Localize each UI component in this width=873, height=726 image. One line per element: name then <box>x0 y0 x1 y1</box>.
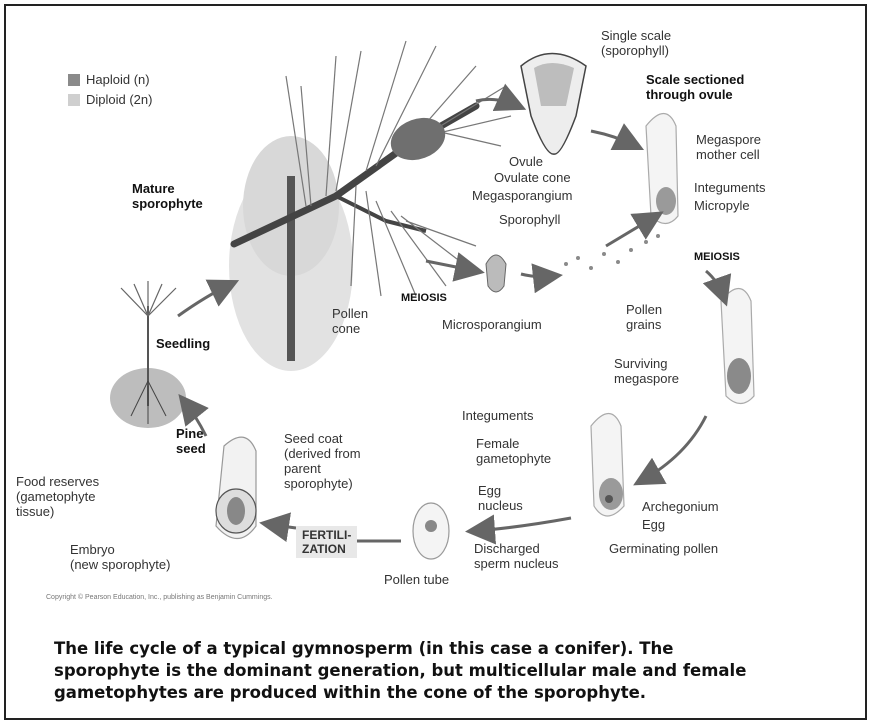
surviving-megaspore-shape <box>721 289 754 404</box>
figure-caption: The life cycle of a typical gymnosperm (… <box>54 638 854 704</box>
archegonium-ovule-shape <box>591 414 624 517</box>
label-fertilization: FERTILI-ZATION <box>296 526 357 558</box>
label-seed-coat: Seed coat(derived fromparentsporophyte) <box>284 431 361 491</box>
label-pollen-cone: Pollencone <box>332 306 368 336</box>
legend-haploid: Haploid (n) <box>86 72 150 87</box>
seedling-shape <box>110 281 186 428</box>
label-mature-sporophyte: Maturesporophyte <box>132 181 203 211</box>
label-scale-sectioned: Scale sectionedthrough ovule <box>646 72 744 102</box>
scale-sectioned <box>646 114 678 224</box>
diploid-swatch <box>68 94 80 106</box>
label-archegonium: Archegonium <box>642 499 719 514</box>
copyright-note: Copyright © Pearson Education, Inc., pub… <box>46 594 273 601</box>
legend-diploid: Diploid (2n) <box>86 92 152 107</box>
label-egg: Egg <box>642 517 665 532</box>
caption-line: sporophyte is the dominant generation, b… <box>54 660 854 682</box>
label-micropyle: Micropyle <box>694 198 750 213</box>
label-female-gametophyte: Femalegametophyte <box>476 436 551 466</box>
label-sporophyll: Sporophyll <box>499 212 560 227</box>
label-pollen-tube: Pollen tube <box>384 572 449 587</box>
caption-line: gametophytes are produced within the con… <box>54 682 854 704</box>
label-microsporangium: Microsporangium <box>442 317 542 332</box>
label-egg-nucleus: Eggnucleus <box>478 483 523 513</box>
haploid-swatch <box>68 74 80 86</box>
label-ovulate-cone: Ovulate cone <box>494 170 571 185</box>
label-food-reserves: Food reserves(gametophytetissue) <box>16 474 99 519</box>
pollen-tube-shape <box>413 503 449 559</box>
label-embryo: Embryo(new sporophyte) <box>70 542 170 572</box>
caption-line: The life cycle of a typical gymnosperm (… <box>54 638 854 660</box>
label-single-scale: Single scale(sporophyll) <box>601 28 671 58</box>
pine-seed-shape <box>216 437 256 538</box>
microsporangium-shape <box>486 234 660 292</box>
label-integuments-top: Integuments <box>694 180 766 195</box>
label-integuments-bottom: Integuments <box>462 408 534 423</box>
label-seedling: Seedling <box>156 336 210 351</box>
ovulate-cone-shape <box>385 111 451 168</box>
label-pine-seed: Pineseed <box>176 426 206 456</box>
label-meiosis-right: MEIOSIS <box>694 250 740 265</box>
figure-frame: Haploid (n) Diploid (2n) Single scale(sp… <box>4 4 867 720</box>
label-megasporangium: Megasporangium <box>472 188 572 203</box>
label-ovule: Ovule <box>509 154 543 169</box>
label-meiosis-center: MEIOSIS <box>401 291 447 306</box>
label-pollen-grains: Pollengrains <box>626 302 662 332</box>
label-germinating-pollen: Germinating pollen <box>609 541 718 556</box>
label-surviving-megaspore: Survivingmegaspore <box>614 356 679 386</box>
label-discharged-sperm: Dischargedsperm nucleus <box>474 541 559 571</box>
single-scale <box>521 54 586 155</box>
label-megaspore-mother-cell: Megasporemother cell <box>696 132 761 162</box>
